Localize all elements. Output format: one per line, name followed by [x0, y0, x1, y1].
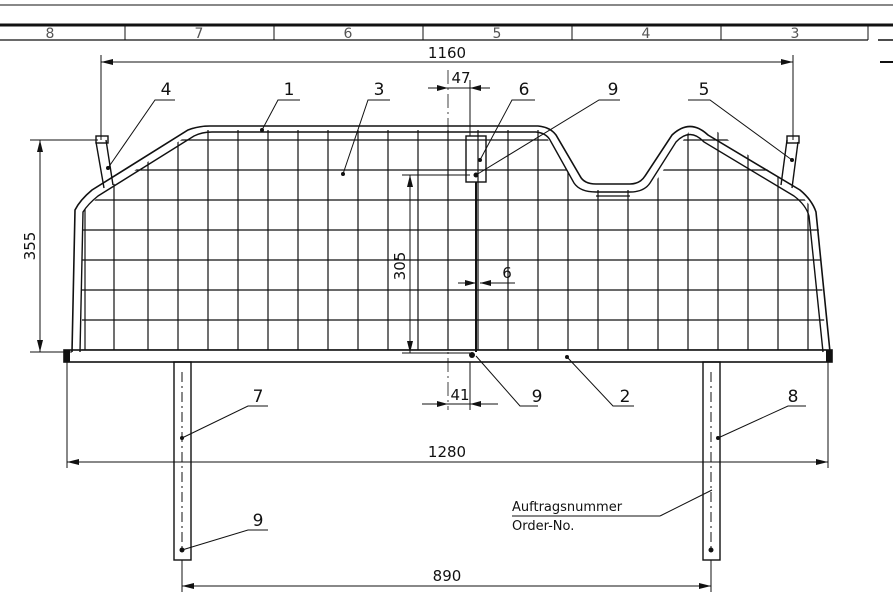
order-note-english: Order-No. — [512, 519, 574, 534]
callout-6: 6 — [519, 80, 530, 100]
callout-leaders — [107, 99, 806, 551]
callout-9-top: 9 — [608, 80, 619, 100]
ruler-zone-7: 7 — [195, 26, 204, 42]
callout-9-bottom: 9 — [532, 387, 543, 407]
callout-4: 4 — [161, 80, 172, 100]
left-upper-stub — [95, 135, 114, 189]
dimension-6: 6 — [502, 264, 512, 282]
callout-9-post: 9 — [253, 511, 264, 531]
order-number-note: Auftragsnummer Order-No. — [512, 500, 660, 534]
left-mounting-post — [173, 361, 192, 561]
dimension-47: 47 — [451, 69, 470, 87]
mesh-grid — [82, 130, 826, 350]
dimension-1280: 1280 — [428, 443, 466, 461]
ruler-zone-8: 8 — [46, 26, 55, 42]
callout-3: 3 — [374, 80, 385, 100]
dimension-1160: 1160 — [428, 44, 466, 62]
callout-2: 2 — [620, 387, 631, 407]
dimension-arrows — [37, 59, 828, 589]
ruler-zone-3: 3 — [791, 26, 800, 42]
frame-tube — [71, 125, 831, 353]
callout-7: 7 — [253, 387, 264, 407]
dimension-890: 890 — [433, 567, 462, 585]
callout-5: 5 — [699, 80, 710, 100]
ruler-zone-4: 4 — [642, 26, 651, 42]
order-note-german: Auftragsnummer — [512, 500, 623, 515]
right-mounting-post — [702, 361, 721, 561]
ruler-zone-5: 5 — [493, 26, 502, 42]
callout-1: 1 — [284, 80, 295, 100]
central-divider — [465, 135, 487, 358]
dimension-305: 305 — [391, 252, 409, 281]
ruler-zone-6: 6 — [344, 26, 353, 42]
dimension-355: 355 — [21, 232, 39, 261]
title-ruler: 8 7 6 5 4 3 — [0, 4, 893, 63]
dimension-41: 41 — [450, 386, 469, 404]
callout-8: 8 — [788, 387, 799, 407]
divider-bottom-fixing-point — [469, 352, 475, 358]
